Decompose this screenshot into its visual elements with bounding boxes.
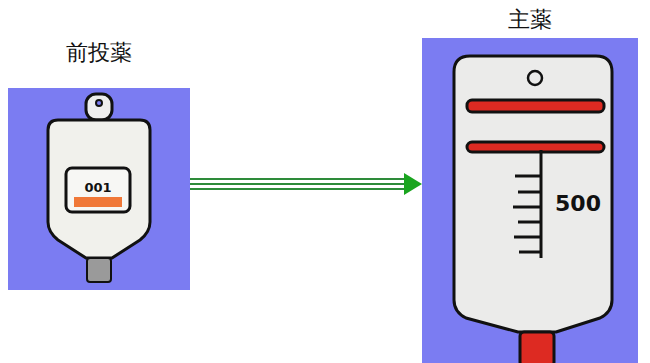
arrow-shaft xyxy=(190,183,404,185)
arrow-shaft xyxy=(190,188,404,190)
bag-number: 500 xyxy=(555,191,601,216)
arrow-shaft xyxy=(190,178,404,180)
drug-heading: 主薬 xyxy=(508,7,552,33)
bag-number: 001 xyxy=(84,180,111,195)
flow-arrow xyxy=(190,173,422,195)
drug-heading: 前投薬 xyxy=(66,40,132,66)
infusion-panel: 主薬 xyxy=(422,38,638,363)
arrow-head xyxy=(404,173,422,195)
